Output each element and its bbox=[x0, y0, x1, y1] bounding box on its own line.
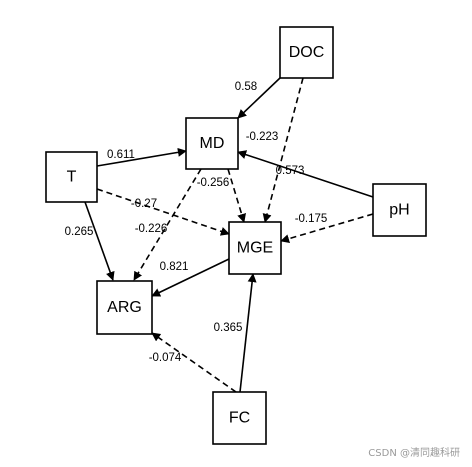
edge-t-arg bbox=[84, 201, 115, 281]
node-mge-label: MGE bbox=[237, 240, 273, 257]
node-doc-label: DOC bbox=[289, 44, 325, 61]
edge-ph-md bbox=[237, 150, 374, 198]
edge-ph-mge bbox=[280, 213, 374, 244]
coef-t-mge: -0.27 bbox=[131, 198, 157, 210]
node-t-label: T bbox=[67, 169, 77, 186]
node-md-label: MD bbox=[200, 135, 225, 152]
edge-md-arg bbox=[133, 168, 202, 281]
node-fc-label: FC bbox=[229, 410, 250, 427]
edge-t-mge bbox=[96, 188, 230, 236]
node-arg-label: ARG bbox=[107, 299, 142, 316]
node-ph-label: pH bbox=[389, 202, 409, 219]
coef-fc-arg: -0.074 bbox=[149, 352, 182, 364]
coef-doc-md: 0.58 bbox=[235, 81, 257, 93]
node-ph: pH bbox=[372, 183, 427, 237]
coef-ph-mge: -0.175 bbox=[295, 213, 328, 225]
edge-doc-mge bbox=[262, 77, 304, 223]
coef-ph-md: 0.573 bbox=[276, 165, 305, 177]
node-mge: MGE bbox=[228, 221, 282, 275]
node-arg: ARG bbox=[96, 280, 153, 335]
coef-t-arg: 0.265 bbox=[65, 226, 94, 238]
node-doc: DOC bbox=[279, 26, 334, 79]
coef-doc-mge: -0.223 bbox=[246, 131, 279, 143]
edge-t-md bbox=[96, 147, 187, 167]
edge-mge-arg bbox=[151, 258, 230, 297]
coef-t-md: 0.611 bbox=[107, 149, 135, 161]
edge-fc-arg bbox=[151, 332, 237, 393]
edge-doc-md bbox=[237, 77, 281, 119]
node-fc: FC bbox=[212, 391, 267, 445]
edge-fc-mge bbox=[239, 273, 257, 393]
edge-md-mge bbox=[227, 168, 246, 223]
coef-fc-mge: 0.365 bbox=[214, 322, 243, 334]
node-t: T bbox=[45, 151, 98, 203]
coef-mge-arg: 0.821 bbox=[160, 261, 189, 273]
coef-md-mge: -0.256 bbox=[197, 177, 230, 189]
node-md: MD bbox=[185, 117, 239, 170]
watermark: CSDN @清同趣科研 bbox=[368, 448, 460, 459]
coef-md-arg: -0.226 bbox=[135, 223, 168, 235]
